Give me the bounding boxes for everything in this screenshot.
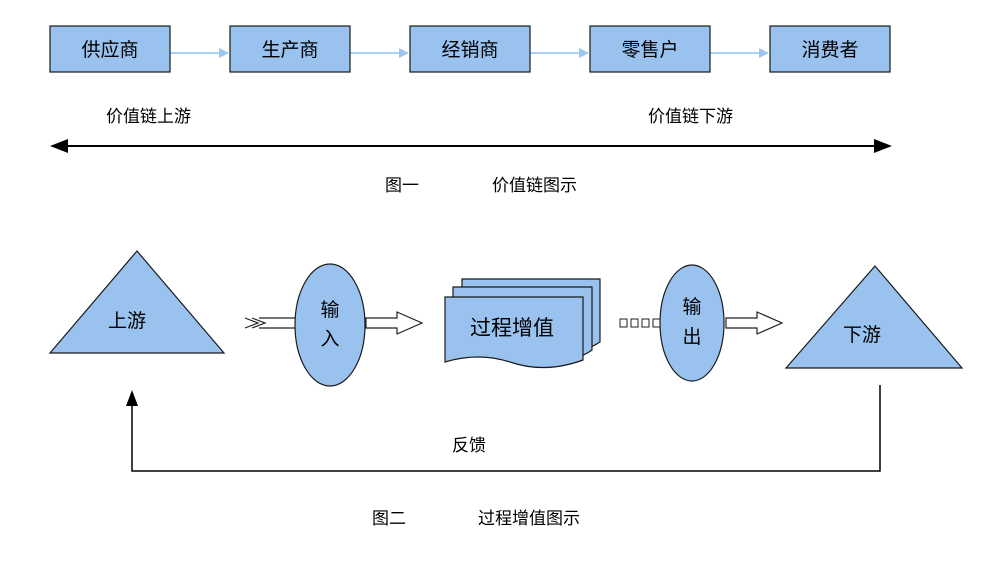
chain-box-label: 经销商 <box>441 39 498 61</box>
upstream-node-label: 上游 <box>108 310 146 332</box>
upstream-downstream-arrow <box>50 139 892 153</box>
figure2-caption-text: 过程增值图示 <box>478 509 580 529</box>
figure1-caption-number: 图一 <box>385 176 419 196</box>
upstream-triangle: 上游 <box>48 250 226 354</box>
input-label-char1: 输 <box>320 299 339 321</box>
chain-box-label: 零售户 <box>621 39 678 61</box>
chain-box-label: 供应商 <box>81 39 138 61</box>
input-label-char2: 入 <box>320 328 339 350</box>
chain-box-retailer: 零售户 <box>589 25 711 73</box>
output-ellipse: 输 出 <box>659 264 725 382</box>
upstream-label: 价值链上游 <box>106 107 191 127</box>
process-multidocument: 过程增值 <box>444 278 601 369</box>
chain-box-supplier: 供应商 <box>49 25 171 73</box>
downstream-node-label: 下游 <box>843 324 881 346</box>
feedback-label: 反馈 <box>452 436 486 456</box>
dotted-connector <box>619 318 661 328</box>
striped-arrow <box>244 317 295 329</box>
chain-box-consumer: 消费者 <box>769 25 891 73</box>
chain-box-label: 消费者 <box>801 39 858 61</box>
hollow-arrow <box>365 311 424 335</box>
downstream-label: 价值链下游 <box>648 107 733 127</box>
downstream-triangle: 下游 <box>784 265 964 369</box>
output-label-char2: 出 <box>682 326 701 348</box>
process-label: 过程增值 <box>470 316 554 340</box>
chain-box-distributor: 经销商 <box>409 25 531 73</box>
hollow-arrow <box>725 311 784 335</box>
chain-box-manufacturer: 生产商 <box>229 25 351 73</box>
value-chain: 供应商 生产商 经销商 零售户 消费者 价值链上游 价值链下游 图一 价值链图示 <box>49 25 892 196</box>
figure2-caption-number: 图二 <box>372 509 406 529</box>
input-ellipse: 输 入 <box>294 263 366 387</box>
output-label-char1: 输 <box>682 296 701 318</box>
feedback-loop <box>126 385 881 472</box>
chain-box-label: 生产商 <box>261 39 318 61</box>
figure1-caption-text: 价值链图示 <box>492 176 577 196</box>
process-diagram: 上游 输 入 过程增值 <box>48 250 964 529</box>
